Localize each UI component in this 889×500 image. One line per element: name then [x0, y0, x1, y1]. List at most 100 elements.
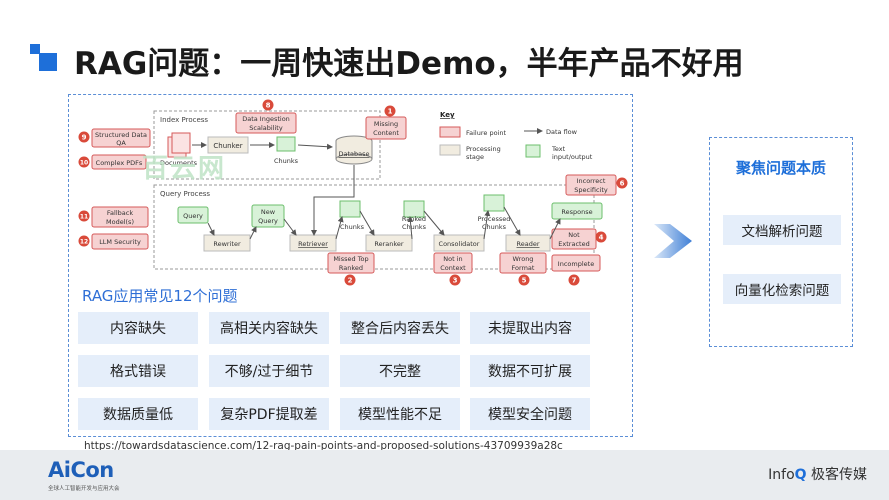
section-title: RAG应用常见12个问题: [82, 287, 238, 305]
rewriter-node: [203, 234, 251, 252]
badge-4: [595, 231, 607, 243]
aicon-subtitle: 全球人工智能开发与应用大会: [48, 486, 120, 492]
badge-5: [518, 274, 530, 286]
source-link[interactable]: https://towardsdatascience.com/12-rag-pa…: [84, 440, 563, 452]
badge-12: [78, 235, 90, 247]
svg-text:Reranker: Reranker: [374, 240, 404, 248]
svg-text:9: 9: [82, 134, 87, 142]
failure-incomplete: [551, 254, 601, 272]
svg-text:Documents: Documents: [160, 159, 198, 167]
svg-text:Complex PDFs: Complex PDFs: [96, 159, 143, 167]
query-process-label: Query Process: [160, 190, 210, 198]
query-node: [177, 206, 209, 224]
svg-text:Fallback: Fallback: [107, 209, 133, 217]
problem-cell: 数据不可扩展: [470, 355, 590, 387]
svg-text:11: 11: [80, 214, 88, 221]
problem-cell: 复杂PDF提取差: [209, 398, 329, 430]
badge-10: [78, 156, 90, 168]
svg-text:Ranked: Ranked: [339, 264, 363, 272]
response-node: [551, 202, 603, 220]
problem-cell: 数据质量低: [78, 398, 198, 430]
processed-chunks-node: [483, 194, 505, 212]
problem-cell: 模型性能不足: [340, 398, 460, 430]
focus-panel: 聚焦问题本质 文档解析问题 向量化检索问题: [709, 137, 853, 347]
focus-title: 聚焦问题本质: [735, 159, 826, 177]
aicon-logo: AiCon: [48, 458, 114, 482]
slide-title: RAG问题：一周快速出Demo，半年产品不好用: [74, 46, 744, 82]
svg-text:Content: Content: [373, 129, 399, 137]
index-process-label: Index Process: [160, 116, 208, 124]
svg-text:1: 1: [388, 108, 393, 116]
title-mark-icon: [30, 44, 58, 72]
svg-text:Chunker: Chunker: [213, 142, 242, 150]
reader-node: [505, 234, 551, 252]
failure-llm-security: [91, 233, 149, 250]
svg-text:12: 12: [80, 239, 88, 246]
query-process-box: [153, 184, 595, 270]
svg-text:Incorrect: Incorrect: [577, 177, 606, 185]
problem-cell: 整合后内容丢失: [340, 312, 460, 344]
svg-text:stage: stage: [466, 153, 484, 161]
problem-cell: 高相关内容缺失: [209, 312, 329, 344]
svg-text:Failure point: Failure point: [466, 129, 506, 137]
badge-8: [262, 99, 274, 111]
index-process-box: [153, 110, 381, 180]
arrow-right-icon: [654, 224, 692, 258]
svg-text:New: New: [261, 208, 276, 216]
svg-text:Extracted: Extracted: [558, 240, 589, 248]
failure-not-in-context: [433, 252, 473, 274]
svg-text:Incomplete: Incomplete: [558, 260, 594, 268]
svg-text:Scalability: Scalability: [249, 124, 283, 132]
failure-missing-content: [365, 116, 407, 140]
focus-item: 文档解析问题: [723, 215, 841, 245]
svg-text:Chunks: Chunks: [482, 223, 507, 231]
svg-text:5: 5: [522, 277, 527, 285]
svg-text:Data flow: Data flow: [546, 128, 578, 136]
consolidator-node: [433, 234, 485, 252]
svg-text:Chunks: Chunks: [402, 223, 427, 231]
svg-text:Data Ingestion: Data Ingestion: [242, 115, 290, 123]
svg-text:Missed Top: Missed Top: [333, 255, 368, 263]
svg-text:Consolidator: Consolidator: [439, 240, 480, 248]
failure-complex-pdfs: [91, 154, 147, 170]
problem-cell: 不够/过于细节: [209, 355, 329, 387]
reranker-node: [365, 234, 413, 252]
failure-fallback-models: [91, 206, 149, 228]
rag-pipeline-diagram: Index Process Query Process Key Failure …: [78, 99, 628, 286]
infoq-logo: InfoQ 极客传媒: [768, 467, 867, 483]
rag-problems-panel: [68, 94, 633, 437]
svg-text:Query: Query: [183, 212, 203, 220]
svg-text:6: 6: [620, 180, 625, 188]
svg-text:Format: Format: [512, 264, 535, 272]
badge-3: [449, 274, 461, 286]
badge-7: [568, 274, 580, 286]
svg-text:Not in: Not in: [443, 255, 462, 263]
new-query-node: [251, 204, 285, 228]
failure-wrong-format: [499, 252, 547, 274]
key-legend: Key Failure point Processing stage Data …: [439, 111, 593, 161]
svg-text:Chunks: Chunks: [274, 157, 299, 165]
documents-node: Documents: [160, 132, 198, 167]
badge-1: [384, 105, 396, 117]
database-node: Database: [335, 135, 373, 165]
problem-cell: 未提取出内容: [470, 312, 590, 344]
svg-text:LLM Security: LLM Security: [99, 238, 141, 246]
failure-incorrect-specificity: [565, 174, 617, 196]
svg-text:Ranked: Ranked: [402, 215, 426, 223]
failure-number-badges: 1 2 3 4 5 6 7 8 9 10 11 12: [78, 99, 628, 286]
problem-cell: 格式错误: [78, 355, 198, 387]
chunks-node: [276, 136, 296, 152]
svg-text:Wrong: Wrong: [513, 255, 534, 263]
svg-text:Specificity: Specificity: [574, 186, 608, 194]
badge-6: [616, 177, 628, 189]
svg-text:Model(s): Model(s): [106, 218, 134, 226]
badge-11: [78, 210, 90, 222]
footer-bar: [0, 450, 889, 500]
svg-text:Retriever: Retriever: [298, 240, 328, 248]
svg-text:Context: Context: [440, 264, 466, 272]
svg-text:2: 2: [348, 277, 353, 285]
svg-text:4: 4: [599, 234, 604, 242]
watermark: 百云网: [142, 154, 227, 184]
chunker-node: [207, 136, 249, 154]
badge-2: [344, 274, 356, 286]
